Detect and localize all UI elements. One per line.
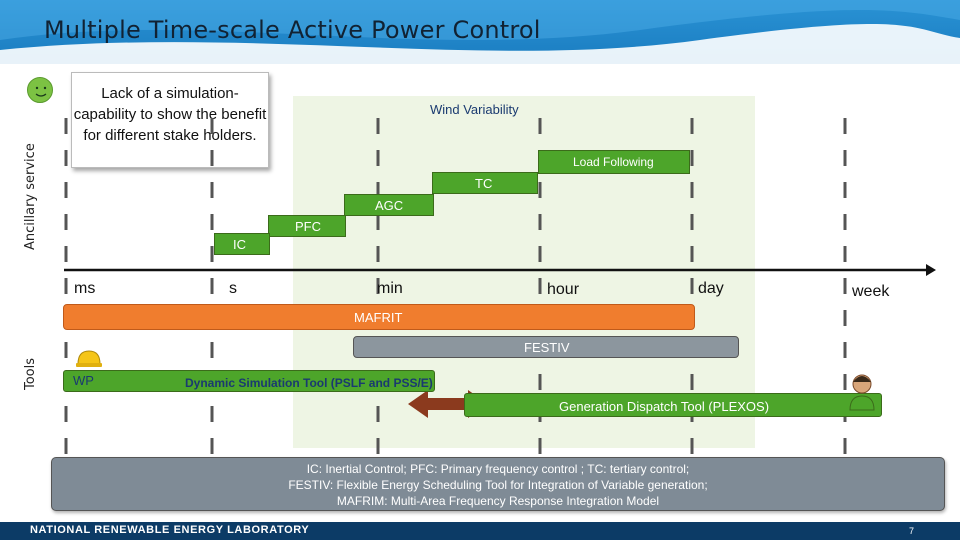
timescale-ms: ms: [74, 280, 96, 297]
dynamic-simulation-bar: WP: [63, 370, 435, 392]
person-operator-icon: [846, 372, 878, 412]
footer-bar: NATIONAL RENEWABLE ENERGY LABORATORY 7: [0, 522, 960, 540]
timescale-day: day: [698, 280, 724, 297]
abbreviation-legend: IC: Inertial Control; PFC: Primary frequ…: [51, 457, 945, 511]
agc-label: AGC: [375, 198, 404, 213]
dynamic-simulation-label: Dynamic Simulation Tool (PSLF and PSS/E): [185, 376, 433, 390]
timescale-hour: hour: [547, 281, 580, 298]
worker-helmet-icon: [74, 348, 104, 374]
pfc-box: PFC: [268, 215, 346, 237]
tc-box: TC: [432, 172, 538, 194]
timescale-s: s: [229, 280, 237, 297]
generation-dispatch-label: Generation Dispatch Tool (PLEXOS): [559, 399, 770, 414]
mafrit-bar: MAFRIT: [63, 304, 695, 330]
legend-line-2: FESTIV: Flexible Energy Scheduling Tool …: [288, 478, 708, 492]
legend-line-1: IC: Inertial Control; PFC: Primary frequ…: [306, 462, 690, 476]
timescale-week: week: [852, 283, 890, 300]
festiv-bar: FESTIV: [353, 336, 739, 358]
smiley-face-icon: [27, 77, 53, 103]
load-following-label: Load Following: [573, 155, 654, 169]
footer-organization: NATIONAL RENEWABLE ENERGY LABORATORY: [30, 524, 310, 536]
callout-box: Lack of a simulation-capability to show …: [71, 72, 269, 168]
tc-label: TC: [475, 176, 493, 191]
header-banner: Multiple Time-scale Active Power Control: [0, 0, 960, 64]
page-title: Multiple Time-scale Active Power Control: [44, 16, 541, 44]
ic-box: IC: [214, 233, 270, 255]
wp-label: WP: [73, 373, 94, 388]
timescale-min: min: [377, 280, 403, 297]
festiv-label: FESTIV: [524, 340, 570, 355]
wind-variability-label: Wind Variability: [430, 102, 519, 117]
agc-box: AGC: [344, 194, 434, 216]
pfc-label: PFC: [295, 219, 321, 234]
load-following-box: Load Following: [538, 150, 690, 174]
page-number: 7: [908, 526, 914, 536]
mafrit-label: MAFRIT: [354, 310, 403, 325]
ic-label: IC: [233, 237, 246, 252]
legend-line-3: MAFRIM: Multi-Area Frequency Response In…: [336, 494, 660, 508]
generation-dispatch-bar: Generation Dispatch Tool (PLEXOS): [464, 393, 882, 417]
header-wave-decoration: [0, 0, 960, 64]
